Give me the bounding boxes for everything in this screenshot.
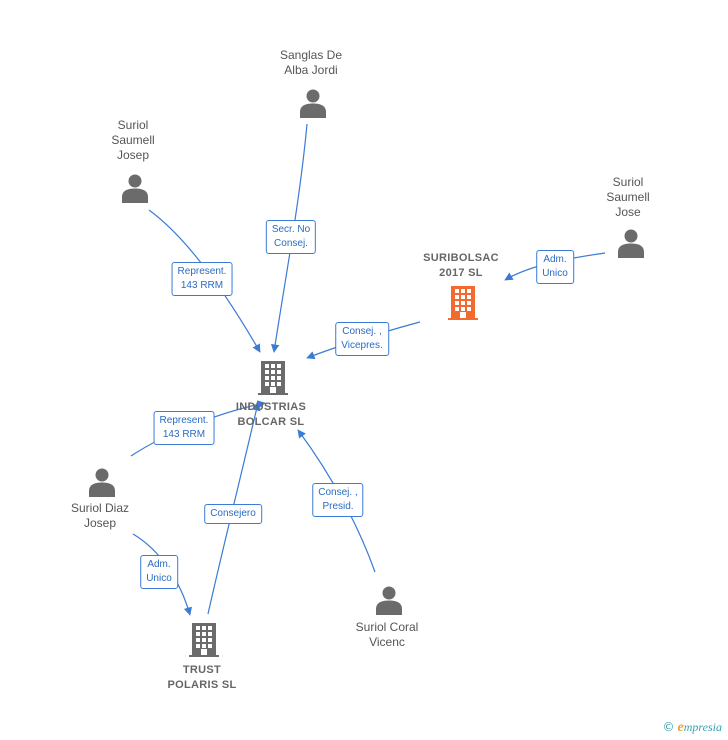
empresia-footer: ©empresia xyxy=(663,720,722,736)
brand-name: mpresia xyxy=(683,720,722,734)
person-icon[interactable] xyxy=(121,173,149,208)
node-label-suribolsac[interactable]: SURIBOLSAC 2017 SL xyxy=(423,252,499,279)
building-icon[interactable] xyxy=(448,286,478,325)
relation-label-sanglas-to-industrias[interactable]: Secr. No Consej. xyxy=(265,220,317,254)
node-label-suriol_coral[interactable]: Suriol Coral Vicenc xyxy=(355,620,419,649)
copyright-icon: © xyxy=(662,720,675,734)
person-icon[interactable] xyxy=(375,585,403,620)
relation-label-suriol_coral-to-industrias[interactable]: Consej. , Presid. xyxy=(312,483,364,517)
relation-label-suriol_saumell_josep-to-industrias[interactable]: Represent. 143 RRM xyxy=(171,262,233,296)
relation-label-trust-to-industrias[interactable]: Consejero xyxy=(204,504,262,524)
relation-label-suriol_saumell_jose-to-suribolsac[interactable]: Adm. Unico xyxy=(536,250,574,284)
relation-label-suribolsac-to-industrias[interactable]: Consej. , Vicepres. xyxy=(335,322,389,356)
node-label-trust[interactable]: TRUST POLARIS SL xyxy=(167,664,237,691)
node-label-suriol_saumell_josep[interactable]: Suriol Saumell Josep xyxy=(111,117,155,162)
node-label-sanglas[interactable]: Sanglas De Alba Jordi xyxy=(279,48,343,77)
person-icon[interactable] xyxy=(299,88,327,123)
relation-label-suriol_diaz-to-trust[interactable]: Adm. Unico xyxy=(140,555,178,589)
node-label-suriol_saumell_jose[interactable]: Suriol Saumell Jose xyxy=(606,174,650,219)
person-icon[interactable] xyxy=(88,467,116,502)
brand-initial: e xyxy=(677,720,684,735)
building-icon[interactable] xyxy=(189,623,219,662)
person-icon[interactable] xyxy=(617,228,645,263)
relation-label-suriol_diaz-to-industrias[interactable]: Represent. 143 RRM xyxy=(153,411,215,445)
building-icon[interactable] xyxy=(258,361,288,400)
node-label-industrias[interactable]: INDUSTRIAS BOLCAR SL xyxy=(235,401,307,428)
node-label-suriol_diaz[interactable]: Suriol Diaz Josep xyxy=(70,501,130,530)
